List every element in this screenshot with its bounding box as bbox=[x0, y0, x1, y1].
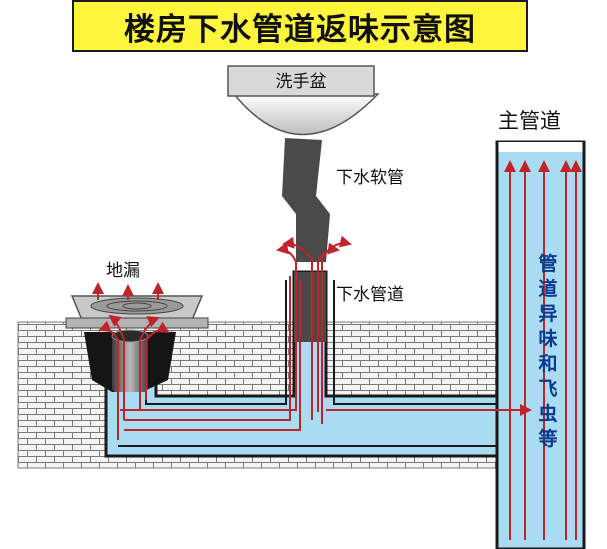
vertical-caption-char: 等 bbox=[537, 427, 557, 450]
page-title: 楼房下水管道返味示意图 bbox=[124, 11, 476, 48]
sink-rim bbox=[227, 65, 375, 97]
floor-drain-label: 地漏 bbox=[106, 261, 140, 281]
vertical-caption: 管 道 异 味 和 飞 虫 等 bbox=[537, 252, 557, 450]
hose-label: 下水软管 bbox=[336, 168, 404, 188]
floor-drain-odor-arrows bbox=[92, 282, 170, 440]
title-banner: 楼房下水管道返味示意图 bbox=[72, 0, 528, 52]
main-pipe bbox=[495, 140, 586, 549]
vertical-caption-char: 道 bbox=[538, 277, 557, 300]
vertical-caption-char: 管 bbox=[538, 252, 557, 275]
vertical-caption-char: 异 bbox=[538, 303, 557, 325]
drain-pipe-label: 下水管道 bbox=[336, 285, 404, 305]
vertical-caption-char: 虫 bbox=[538, 402, 557, 425]
drain-hose bbox=[282, 138, 330, 262]
vertical-caption-char: 飞 bbox=[538, 378, 557, 400]
vertical-caption-char: 和 bbox=[538, 352, 557, 375]
main-pipe-label: 主管道 bbox=[498, 109, 561, 133]
main-pipe-odor-arrows bbox=[504, 160, 582, 540]
vertical-caption-char: 味 bbox=[538, 328, 557, 350]
sink-label: 洗手盆 bbox=[276, 72, 327, 92]
horizontal-odor-arrows bbox=[120, 235, 532, 431]
sink-bowl bbox=[232, 93, 380, 136]
